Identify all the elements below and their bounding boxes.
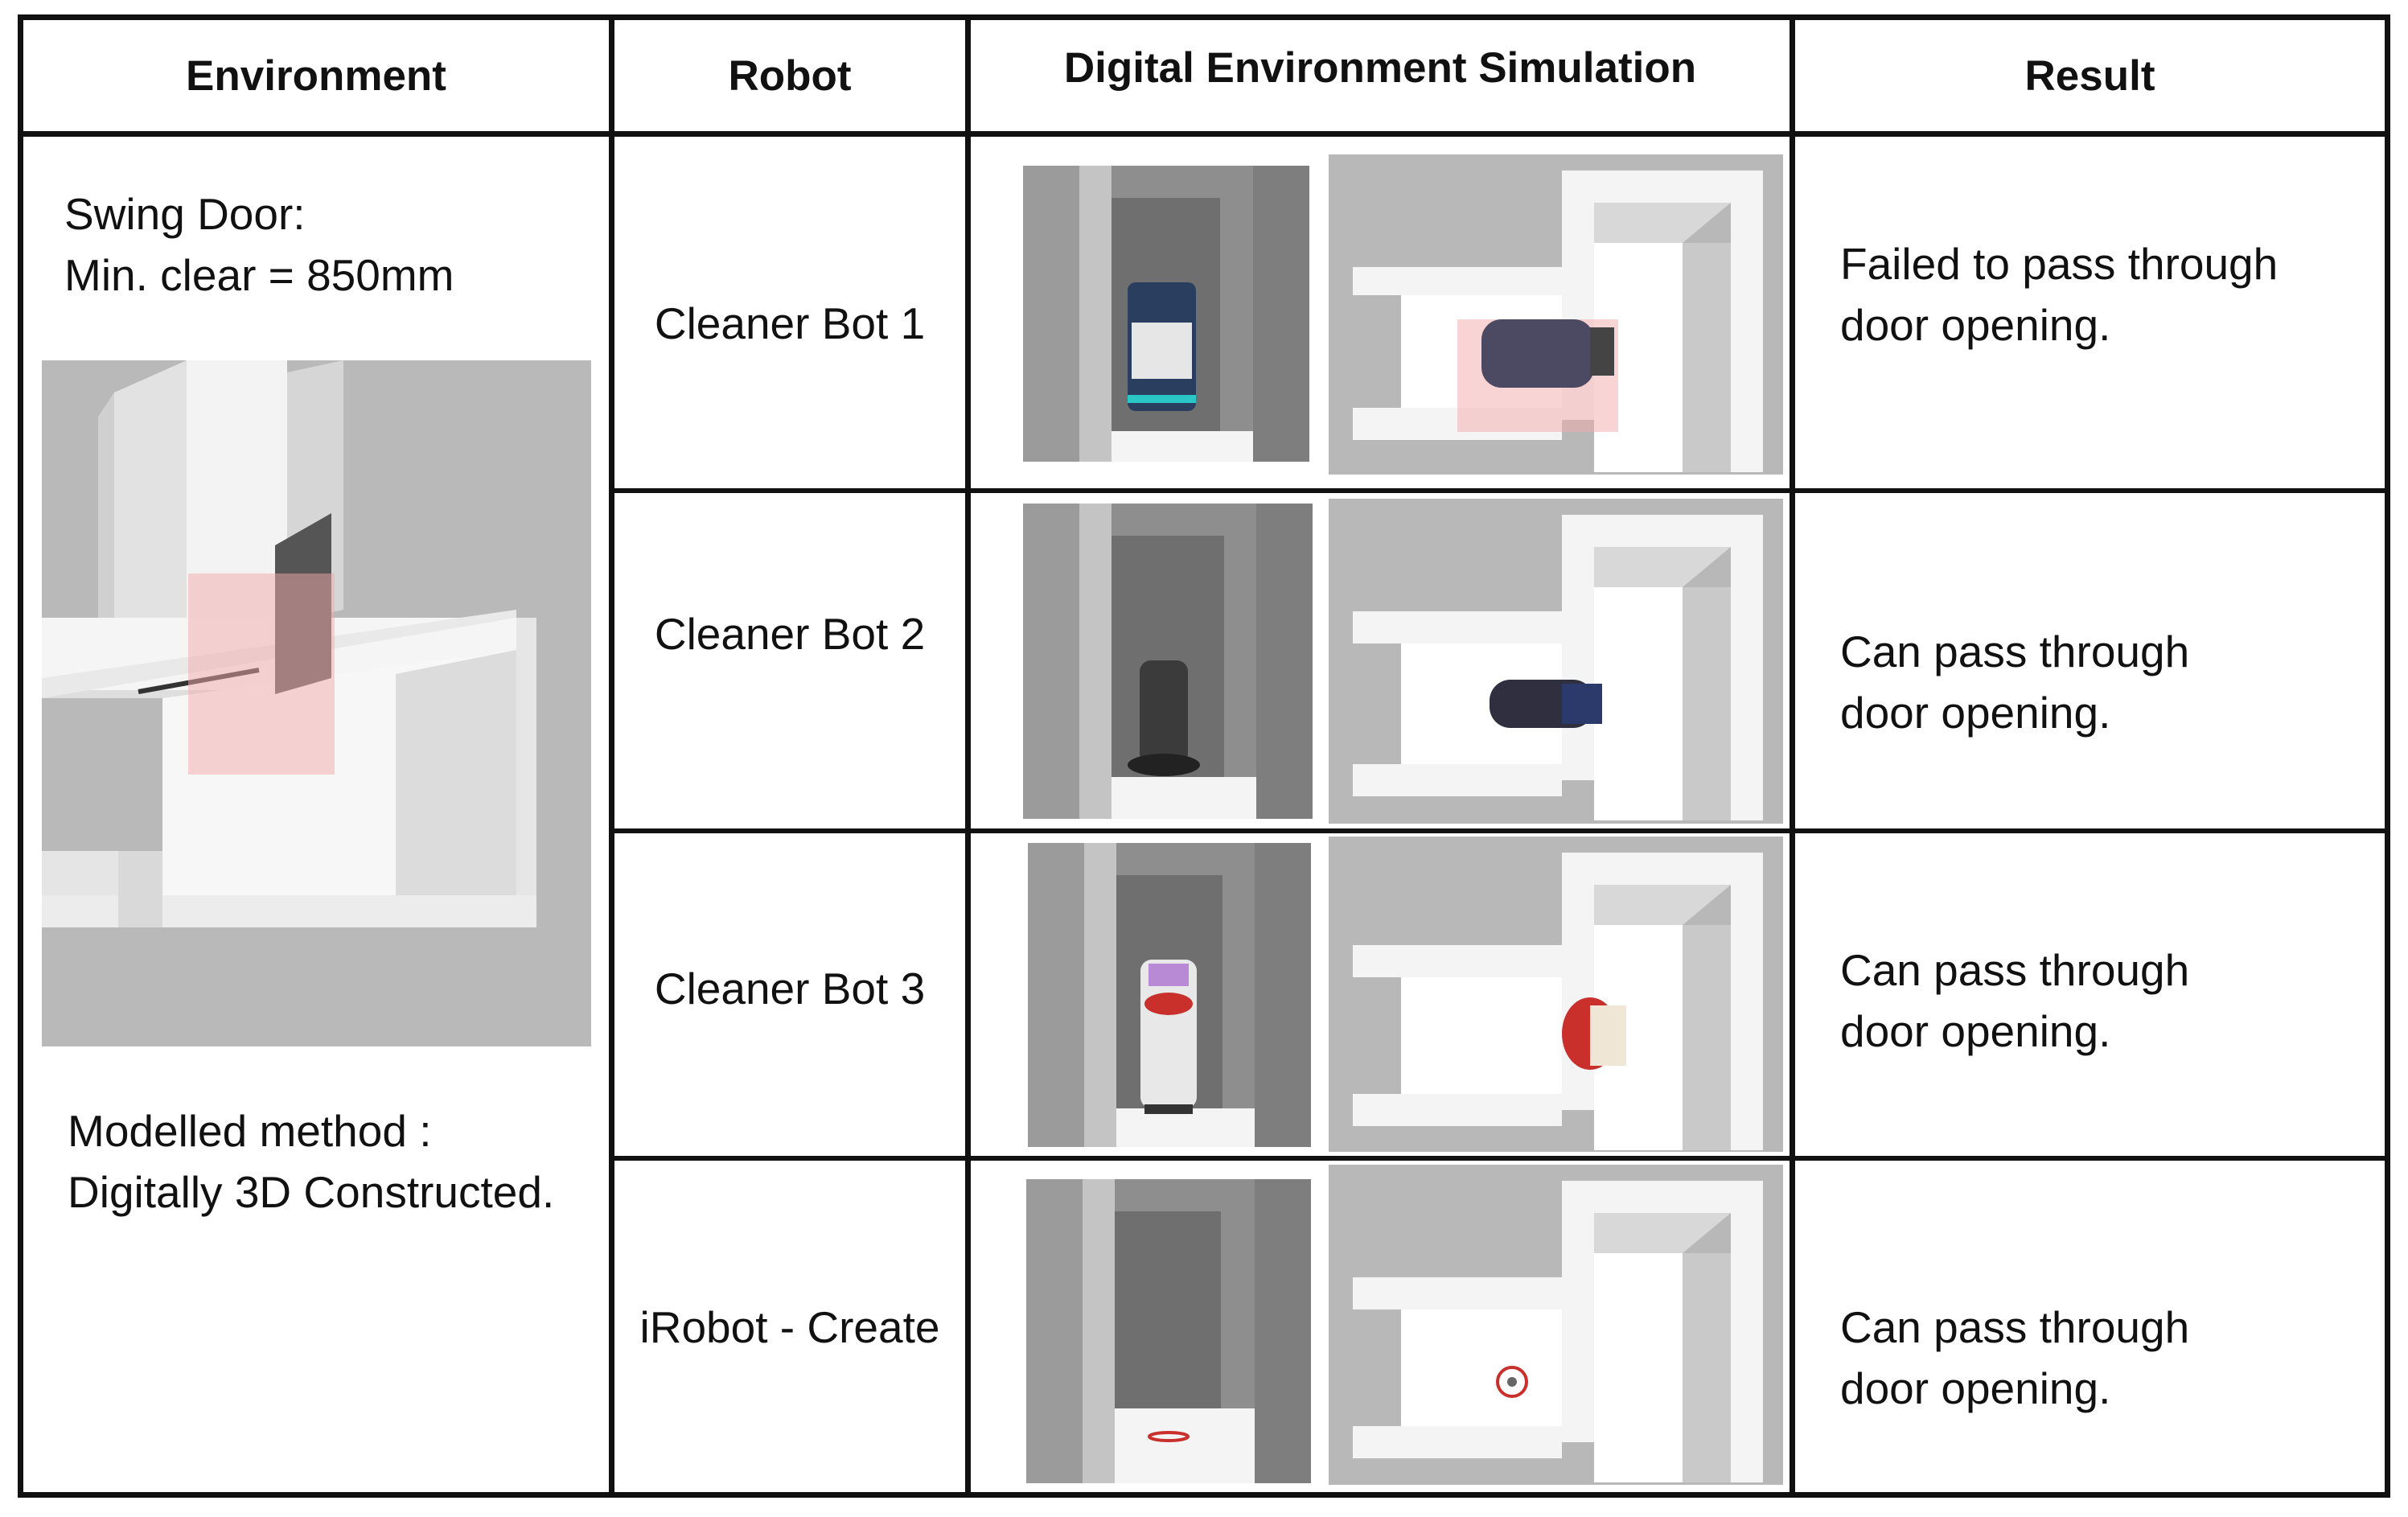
simulation-front-view-4 [1026,1179,1311,1483]
robot-name-2: Cleaner Bot 2 [654,609,926,659]
result-1-line1: Failed to pass through [1840,239,2279,289]
header-result: Result [2024,51,2155,100]
environment-title-line2: Min. clear = 850mm [64,250,454,300]
grid-line-bottom [18,1492,2390,1498]
simulation-top-view-2 [1329,499,1783,824]
result-1-line2: door opening. [1840,300,2111,350]
result-2-line2: door opening. [1840,688,2111,738]
simulation-top-view-4 [1329,1165,1783,1485]
robot-name-3: Cleaner Bot 3 [654,964,926,1013]
header-simulation: Digital Environment Simulation [1063,43,1697,92]
simulation-front-view-1 [1023,166,1309,462]
grid-line-left [18,14,23,1498]
simulation-front-view-3 [1028,843,1311,1147]
environment-method-line2: Digitally 3D Constructed. [68,1167,555,1217]
robot-name-4: iRobot - Create [639,1302,940,1352]
header-robot: Robot [728,51,852,100]
result-4-line1: Can pass through [1840,1302,2190,1352]
grid-line-header [18,131,2390,137]
simulation-top-view-1 [1329,154,1783,475]
grid-line-right [2385,14,2390,1498]
grid-line-row1 [611,488,2390,493]
result-4-line2: door opening. [1840,1363,2111,1413]
robot-name-1: Cleaner Bot 1 [654,298,926,348]
grid-line-col3 [1790,14,1795,1498]
environment-method-line1: Modelled method : [68,1106,432,1156]
environment-3d-render [42,360,591,1046]
result-3-line2: door opening. [1840,1006,2111,1056]
header-environment: Environment [186,51,446,100]
simulation-front-view-2 [1023,504,1313,819]
grid-line-col2 [965,14,971,1498]
environment-title-line1: Swing Door: [64,189,306,239]
grid-line-row3 [611,1156,2390,1161]
grid-line-col1 [609,14,614,1498]
grid-line-top [18,14,2390,20]
result-2-line1: Can pass through [1840,627,2190,676]
result-3-line1: Can pass through [1840,945,2190,995]
grid-line-row2 [611,828,2390,833]
simulation-top-view-3 [1329,837,1783,1152]
